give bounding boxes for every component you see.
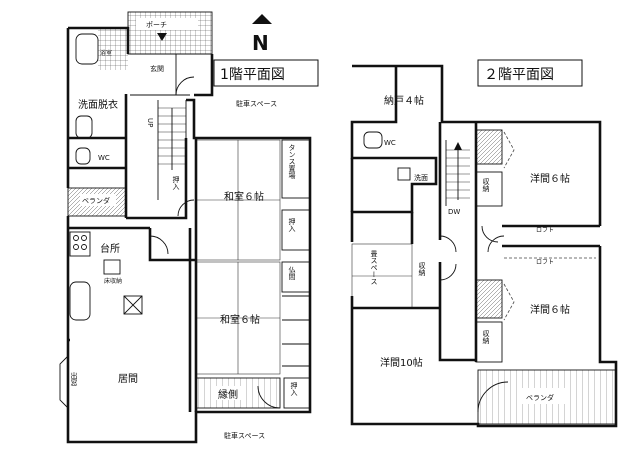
nando-label: 納戸４帖 [384,94,424,107]
entrance-arrow-icon [157,33,167,41]
washitsu-a-label: 和室６帖 [224,190,264,203]
engawa-label: 縁側 [218,388,238,401]
washbasin-label: 洗面 [414,173,428,182]
living-label: 居間 [118,373,138,385]
underfloor-label: 床収納 [104,277,122,285]
kitchen-label: 台所 [100,242,120,255]
north-arrow: N [252,14,272,55]
north-arrow-icon [252,14,272,24]
loft-b-label: ロフト [536,259,554,266]
veranda2-label: ベランダ [526,393,554,402]
butsuma-label: 仏間 [288,266,296,281]
veranda1-label: ベランダ [82,196,110,205]
north-label: N [252,31,269,55]
parking-bottom-label: 駐車スペース [224,431,265,440]
floor1-plan: ポーチ 浴室 玄関 洗面脱衣 WC UP 押入 ベランダ 台所 床収納 [59,11,312,444]
youma-c-label: 洋間10帖 [380,356,423,369]
bay-label: 出窓 [70,371,78,386]
storage-c-label: 収納 [482,330,490,345]
storage-a-label: 収納 [482,178,490,193]
porch-label: ポーチ [146,21,167,29]
floor2-outer-wall [350,64,618,428]
loft-a-label: ロフト [536,227,554,234]
wc1-label: WC [98,154,110,162]
up-label: UP [146,118,154,127]
veranda1-area [67,187,127,217]
tatami-label: 畳スペース [370,250,378,285]
wc2-label: WC [384,139,396,147]
bath-label: 浴室 [100,49,112,57]
bath-area [98,28,128,70]
youma-a-label: 洋間６帖 [530,172,570,185]
oshiire-stair-label: 押入 [172,175,180,190]
youma-b-label: 洋間６帖 [530,303,570,316]
oshiire-a-label: 押入 [288,217,296,232]
dressing-label: 洗面脱衣 [78,98,118,111]
parking-top-label: 駐車スペース [236,99,277,108]
floor1-title: 1階平面図 [213,59,319,87]
floor1-title-text: 1階平面図 [220,67,285,83]
floor1-outer-wall [66,26,312,444]
tansu-label: タンス置場 [288,144,296,180]
genkan-label: 玄関 [150,64,164,73]
floor2-title-text: ２階平面図 [484,67,554,83]
storage-b-label: 収納 [418,262,426,277]
floor2-plan: 納戸４帖 WC 洗面 DW 収納 洋間６帖 ロフト ロフト 収納 洋間６帖 畳ス… [350,64,618,428]
washitsu-b-label: 和室６帖 [220,313,260,326]
floor2-title: ２階平面図 [477,59,583,87]
dw-label: DW [448,208,460,216]
oshiire-b-label: 押入 [290,381,298,396]
